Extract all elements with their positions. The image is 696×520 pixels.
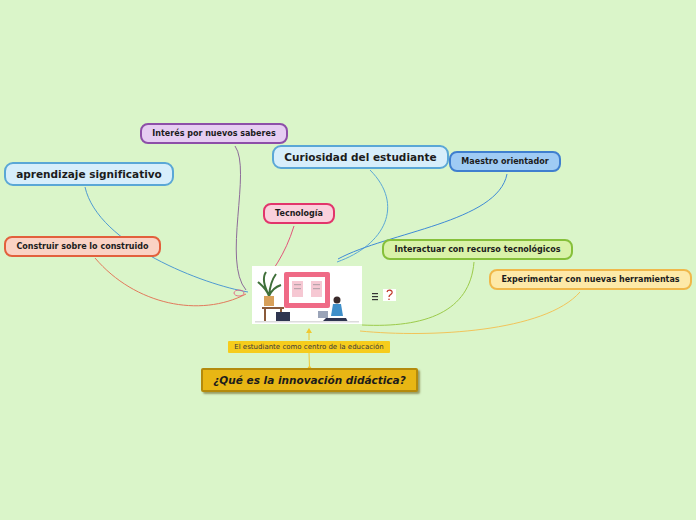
node-text: El estudiante como centro de la educació… (234, 343, 383, 351)
topic-box: Interés por nuevos saberes (140, 123, 288, 144)
node-text: Interés por nuevos saberes (152, 129, 275, 138)
question-mark (387, 290, 392, 297)
text-line (294, 288, 301, 289)
board-screen (289, 277, 325, 303)
node-text: Curiosidad del estudiante (284, 151, 436, 163)
books (276, 312, 290, 321)
text-line (313, 288, 320, 289)
topic-box: Tecnología (263, 203, 335, 224)
junction-mark (234, 290, 244, 296)
topic-box: Maestro orientador (449, 151, 561, 172)
topic-box: aprendizaje significativo (4, 162, 174, 186)
table-leg (264, 309, 266, 321)
person-body (331, 304, 343, 316)
topic-box: Curiosidad del estudiante (272, 145, 449, 169)
text-line (313, 284, 320, 285)
node-text: Maestro orientador (461, 157, 548, 166)
board (284, 272, 330, 308)
link-line (309, 332, 310, 340)
topic-box: Construir sobre lo construido (4, 236, 161, 257)
note-icon (372, 289, 396, 301)
branch-line (362, 262, 474, 325)
central-illustration (252, 266, 362, 324)
branch-line (235, 146, 246, 290)
root-topic: ¿Qué es la innovación didáctica? (201, 368, 418, 392)
menu-bar (372, 296, 378, 297)
plant-pot (264, 296, 274, 306)
image-frame (252, 266, 362, 324)
question-icon (383, 289, 396, 301)
menu-bar (372, 293, 378, 294)
page (311, 281, 322, 297)
text-line (294, 284, 301, 285)
branch-line (95, 258, 246, 306)
node-text: Construir sobre lo construido (16, 242, 148, 251)
node-text: ¿Qué es la innovación didáctica? (213, 374, 405, 386)
page (292, 281, 303, 297)
node-text: Tecnología (275, 209, 323, 218)
table (262, 307, 284, 309)
person-head (334, 297, 341, 304)
arrow-head (306, 328, 312, 333)
floor (255, 321, 359, 323)
topic-box: Interactuar con recurso tecnológicos (382, 239, 573, 260)
plant (258, 272, 281, 296)
node-text: Interactuar con recurso tecnológicos (394, 245, 560, 254)
node-text: aprendizaje significativo (16, 168, 162, 180)
relation-label: El estudiante como centro de la educació… (228, 341, 390, 353)
laptop (318, 311, 328, 318)
node-text: Experimentar con nuevas herramientas (501, 275, 679, 284)
question-dot (388, 299, 390, 301)
menu-bar (372, 299, 378, 300)
connector-line (309, 353, 311, 368)
topic-box: Experimentar con nuevas herramientas (489, 269, 692, 290)
